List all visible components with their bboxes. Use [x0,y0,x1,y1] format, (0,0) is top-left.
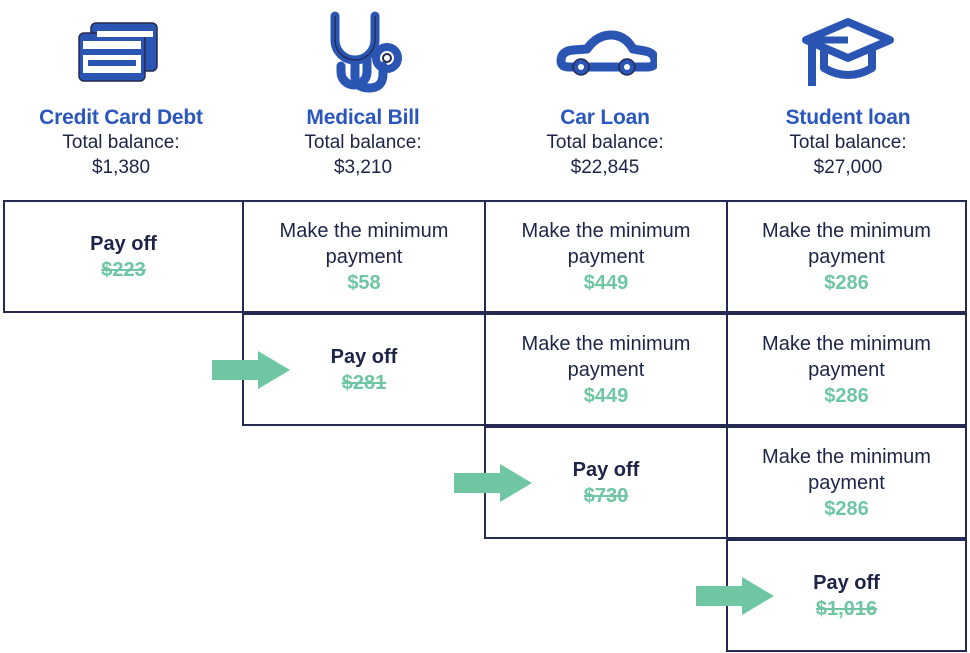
grid-cell-r0-c0: Pay off $223 [3,200,244,313]
column-balance-label: Total balance: [789,132,907,153]
grid-cell-r0-c1: Make the minimum payment $58 [242,200,486,313]
graduation-cap-icon [802,0,894,105]
grid-cell-r1-c3: Make the minimum payment $286 [726,313,967,426]
pay-off-label: Pay off [90,232,157,255]
minimum-payment-label: Make the minimum payment [762,332,931,381]
column-balance-label: Total balance: [62,132,180,153]
payment-amount: $1,016 [815,597,878,620]
minimum-payment-label: Make the minimum payment [762,445,931,494]
arrow-right-icon [212,350,290,389]
payment-amount: $281 [341,371,387,394]
pay-off-label: Pay off [813,571,880,594]
payment-amount: $730 [583,484,629,507]
grid-cell-r0-c2: Make the minimum payment $449 [484,200,728,313]
column-title: Credit Card Debt [39,106,203,129]
minimum-payment-label: Make the minimum payment [521,219,691,268]
payment-amount: $286 [824,497,869,520]
column-balance-amount: $1,380 [91,157,151,178]
credit-cards-icon [73,0,169,105]
pay-off-label: Pay off [330,345,398,368]
stethoscope-icon [317,0,409,105]
payment-amount: $449 [583,271,629,294]
column-title: Car Loan [560,106,650,129]
grid-cell-r2-c3: Make the minimum payment $286 [726,426,967,539]
column-balance-label: Total balance: [304,132,422,153]
arrow-right-icon [696,576,774,615]
column-balance-amount: $3,210 [333,157,393,178]
arrow-right-icon [454,463,532,502]
column-title: Student loan [785,106,911,129]
minimum-payment-label: Make the minimum payment [521,332,691,381]
column-title: Medical Bill [306,106,420,129]
column-balance-amount: $22,845 [570,157,640,178]
column-balance-label: Total balance: [546,132,664,153]
minimum-payment-label: Make the minimum payment [762,219,931,268]
payment-amount: $449 [583,384,629,407]
payment-amount: $223 [101,258,146,281]
column-balance-amount: $27,000 [813,157,883,178]
car-icon [553,0,657,105]
payment-amount: $58 [347,271,381,294]
pay-off-label: Pay off [572,458,640,481]
payment-amount: $286 [824,271,869,294]
payment-amount: $286 [824,384,869,407]
minimum-payment-label: Make the minimum payment [279,219,449,268]
grid-cell-r0-c3: Make the minimum payment $286 [726,200,967,313]
grid-cell-r1-c2: Make the minimum payment $449 [484,313,728,426]
